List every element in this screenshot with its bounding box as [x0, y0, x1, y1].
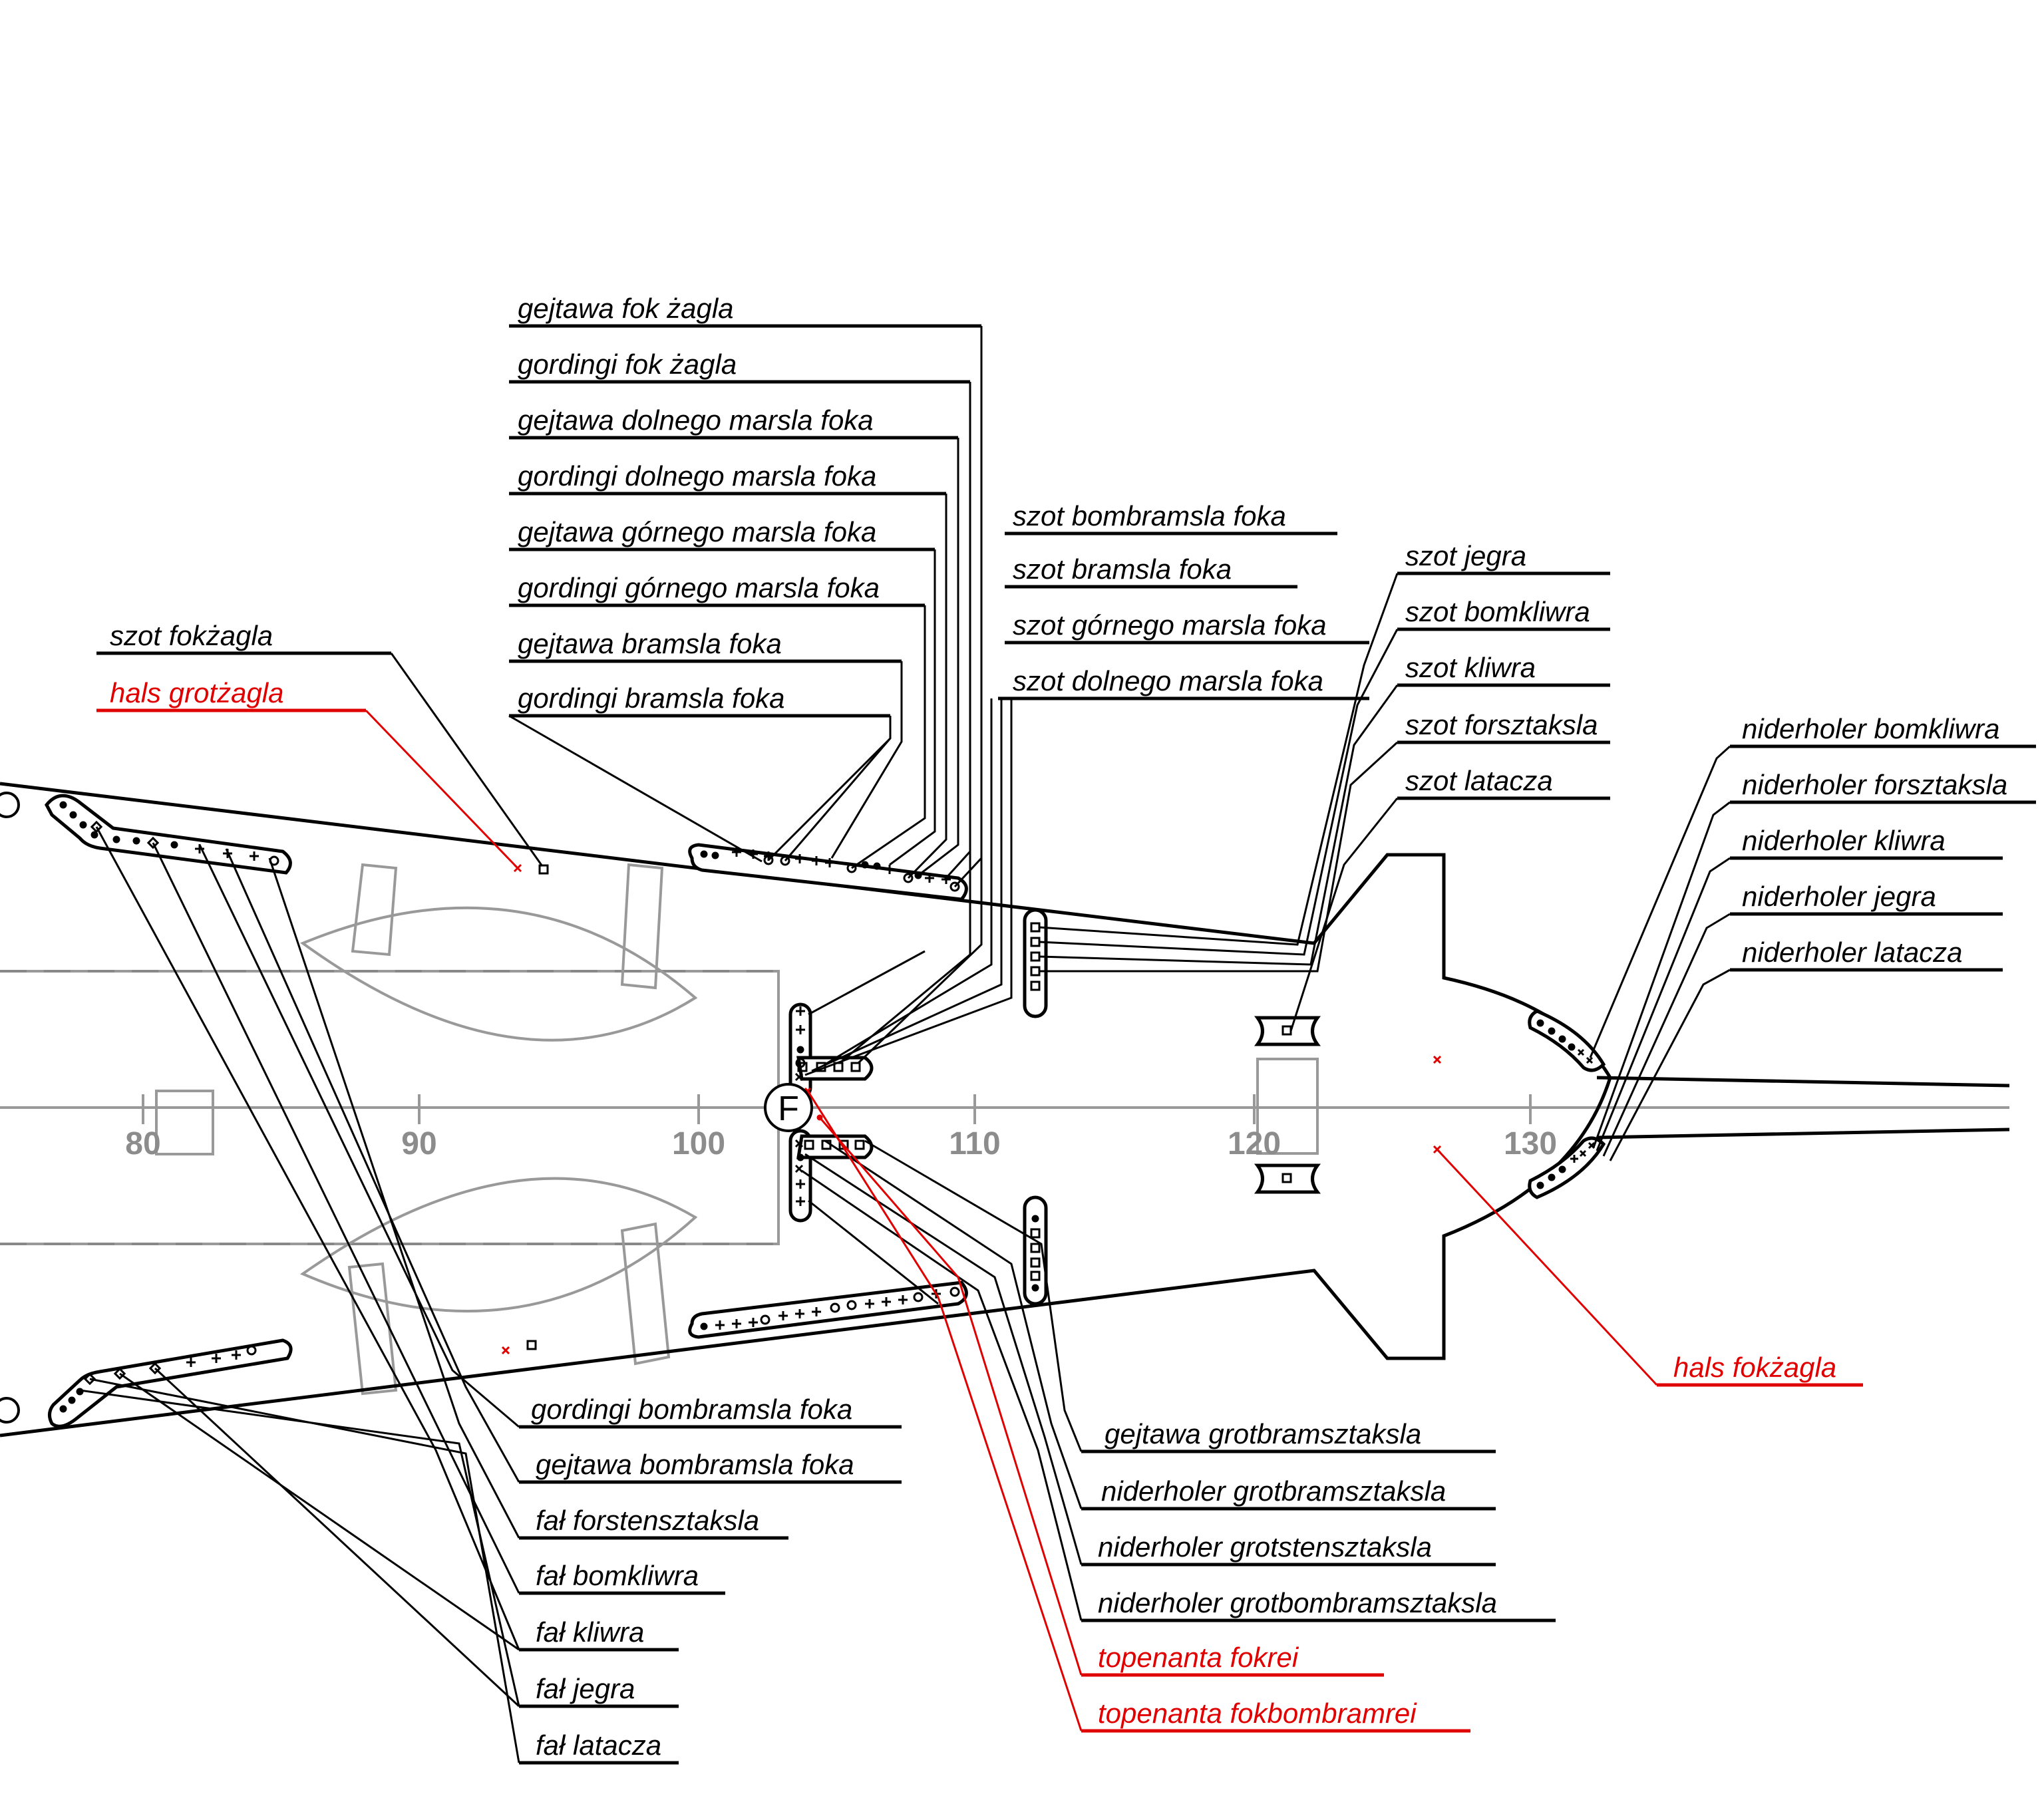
label-niderholer-bomkliwra: niderholer bomkliwra [1742, 713, 2000, 744]
labels: gejtawa fok żagla gordingi fok żagla gej… [110, 293, 2007, 1761]
label-niderholer-grotstensztaksla: niderholer grotstensztaksla [1098, 1531, 1432, 1563]
leader-lines-red [365, 709, 1658, 1732]
ruler-axis [0, 1094, 2009, 1124]
label-gejtawa-bombramsla-foka: gejtawa bombramsla foka [536, 1449, 854, 1480]
label-topenanta-fokrei: topenanta fokrei [1098, 1642, 1299, 1673]
background-structures [0, 863, 1319, 1396]
tick-120: 120 [1228, 1126, 1281, 1161]
label-topenanta-fokbombramrei: topenanta fokbombramrei [1098, 1698, 1417, 1729]
label-gejtawa-dolnego-marsla-foka: gejtawa dolnego marsla foka [518, 404, 874, 436]
label-gordingi-fok-zagla: gordingi fok żagla [518, 349, 737, 380]
label-szot-bomkliwra: szot bomkliwra [1405, 596, 1590, 627]
pin-rail-port-aft [45, 794, 292, 875]
label-fal-latacza: fał latacza [536, 1730, 661, 1761]
pin-rail-starboard-main [688, 1281, 968, 1339]
label-gordingi-gornego-marsla-foka: gordingi górnego marsla foka [518, 572, 880, 603]
tick-100: 100 [672, 1126, 725, 1161]
label-fal-bomkliwra: fał bomkliwra [536, 1560, 699, 1591]
label-underlines-black [96, 324, 2036, 1765]
tick-130: 130 [1504, 1126, 1557, 1161]
label-niderholer-grotbramsztaksla: niderholer grotbramsztaksla [1101, 1475, 1446, 1507]
pin-rail-port-main [688, 843, 968, 901]
label-niderholer-forsztaksla: niderholer forsztaksla [1742, 769, 2007, 800]
leader-lines-black [79, 326, 1731, 1763]
cleat-bar-port [1023, 908, 1048, 1018]
chock-port [1254, 1016, 1321, 1046]
label-szot-bramsla-foka: szot bramsla foka [1013, 553, 1232, 585]
label-szot-bombramsla-foka: szot bombramsla foka [1013, 500, 1286, 531]
label-gordingi-bramsla-foka: gordingi bramsla foka [518, 682, 785, 714]
cleat-bar-starboard [1023, 1195, 1048, 1306]
foremast: F [764, 1083, 813, 1132]
red-markers [501, 863, 1442, 1355]
label-szot-fokzagla: szot fokżagla [110, 620, 273, 651]
label-niderholer-jegra: niderholer jegra [1742, 881, 1936, 912]
label-fal-jegra: fał jegra [536, 1673, 635, 1704]
label-niderholer-grotbombramsztaksla: niderholer grotbombramsztaksla [1098, 1587, 1497, 1618]
ruler-tick-labels: 80 90 100 110 120 130 [125, 1126, 1557, 1161]
label-niderholer-kliwra: niderholer kliwra [1742, 825, 1946, 856]
tick-110: 110 [949, 1126, 1000, 1161]
chock-starboard [1254, 1163, 1321, 1194]
label-gejtawa-bramsla-foka: gejtawa bramsla foka [518, 628, 782, 659]
label-fal-kliwra: fał kliwra [536, 1616, 644, 1648]
pin-markers [59, 801, 1596, 1413]
label-szot-kliwra: szot kliwra [1405, 652, 1536, 683]
pin-rail-starboard-aft [48, 1338, 293, 1428]
tick-90: 90 [401, 1126, 436, 1161]
label-fal-forstensztaksla: fał forstensztaksla [536, 1505, 759, 1536]
label-gejtawa-grotbramsztaksla: gejtawa grotbramsztaksla [1105, 1418, 1421, 1449]
label-hals-fokzagla: hals fokżagla [1673, 1352, 1836, 1383]
label-gordingi-dolnego-marsla-foka: gordingi dolnego marsla foka [518, 460, 876, 492]
foremast-label: F [778, 1090, 799, 1128]
hull-outline [0, 782, 2010, 1437]
label-underlines-red [96, 708, 1863, 1733]
bow-rail-starboard [1528, 1136, 1606, 1199]
label-gejtawa-gornego-marsla-foka: gejtawa górnego marsla foka [518, 516, 876, 547]
label-hals-grotzagla: hals grotżagla [110, 677, 284, 708]
label-niderholer-latacza: niderholer latacza [1742, 937, 1963, 968]
bow-rail-port [1528, 1009, 1606, 1072]
label-szot-forsztaksla: szot forsztaksla [1405, 709, 1598, 740]
tick-80: 80 [125, 1126, 160, 1161]
label-gejtawa-fok-zagla: gejtawa fok żagla [518, 293, 734, 324]
label-szot-latacza: szot latacza [1405, 765, 1553, 796]
label-szot-jegra: szot jegra [1405, 540, 1526, 571]
label-szot-gornego-marsla-foka: szot górnego marsla foka [1013, 609, 1327, 641]
label-gordingi-bombramsla-foka: gordingi bombramsla foka [531, 1394, 852, 1425]
label-szot-dolnego-marsla-foka: szot dolnego marsla foka [1013, 665, 1323, 696]
foremast-circle [764, 1083, 813, 1132]
